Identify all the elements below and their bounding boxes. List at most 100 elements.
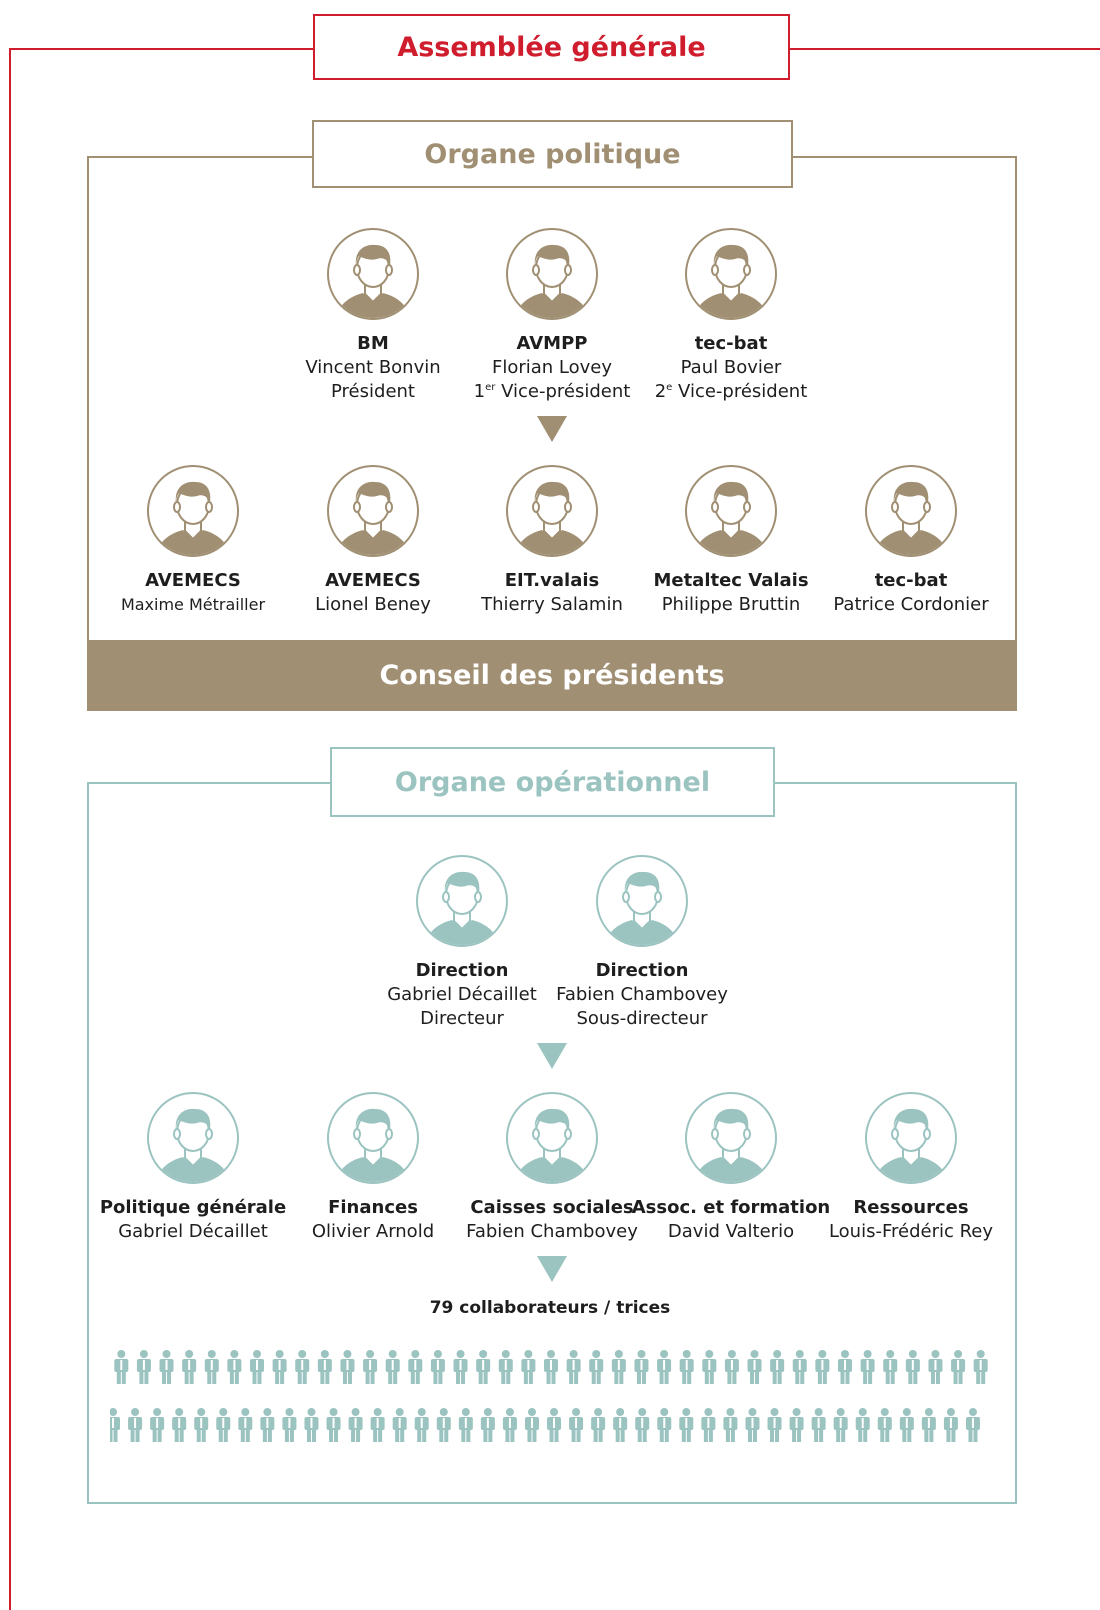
person-org: Direction	[595, 960, 689, 981]
person-org: Direction	[415, 960, 509, 981]
collaborator-figure-icon	[521, 1350, 536, 1384]
collaborator-figure-icon	[877, 1408, 892, 1442]
department: Caisses sociales Fabien Chambovey	[452, 1090, 652, 1244]
collaborator-figure-icon	[363, 1350, 378, 1384]
collaborator-figure-icon	[250, 1350, 264, 1384]
person-org: tec-bat	[694, 333, 768, 354]
collaborator-figure-icon	[159, 1350, 174, 1384]
role-number: 1	[473, 381, 486, 402]
collaborator-figure-icon	[657, 1350, 672, 1384]
collaborator-figure-icon	[326, 1408, 341, 1442]
person-name: Gabriel Décaillet	[118, 1221, 268, 1242]
collaborator-figure-icon	[348, 1408, 363, 1442]
operationnel-title: Organe opérationnel	[330, 747, 775, 817]
person-org: Finances	[328, 1197, 418, 1218]
collaborator-figure-icon	[272, 1350, 287, 1384]
department: Politique générale Gabriel Décaillet	[93, 1090, 293, 1244]
arrow-down-icon	[537, 1256, 567, 1282]
member: AVEMECS Lionel Beney	[273, 463, 473, 617]
collaborator-figure-icon	[569, 1408, 584, 1442]
person-vice-president-1: AVMPP Florian Lovey 1er Vice-président	[452, 226, 652, 404]
collaborator-figure-icon	[204, 1350, 219, 1384]
collaborator-figure-icon	[767, 1408, 782, 1442]
person-org: Metaltec Valais	[653, 570, 809, 591]
person-avatar-icon	[685, 465, 777, 557]
person-avatar-icon	[506, 228, 598, 320]
collaborator-figure-icon	[136, 1350, 151, 1384]
department: Ressources Louis-Frédéric Rey	[811, 1090, 1011, 1244]
person-avatar-icon	[327, 465, 419, 557]
assemblee-title: Assemblée générale	[313, 14, 790, 80]
collaborator-figure-icon	[547, 1408, 562, 1442]
person-role: 1er Vice-président	[452, 380, 652, 404]
person-avatar-icon	[685, 228, 777, 320]
person-avatar-icon	[506, 465, 598, 557]
person-name: Philippe Bruttin	[661, 594, 801, 615]
collaborator-figure-icon	[317, 1350, 332, 1384]
person-avatar-icon	[416, 855, 508, 947]
collaborator-figure-icon	[747, 1350, 762, 1384]
role-text: Vice-président	[672, 381, 808, 402]
person-name: Louis-Frédéric Rey	[828, 1221, 994, 1242]
collaborator-figure-icon	[194, 1408, 209, 1442]
collaborator-figure-icon	[745, 1408, 760, 1442]
collaborator-figure-icon	[414, 1408, 429, 1442]
member: AVEMECS Maxime Métrailler	[93, 463, 293, 617]
person-role: 2e Vice-président	[631, 380, 831, 404]
person-name: Fabien Chambovey	[556, 984, 728, 1005]
collaborator-figure-icon	[973, 1350, 988, 1384]
collaborator-figure-icon	[566, 1350, 581, 1384]
member: tec-bat Patrice Cordonier	[811, 463, 1011, 617]
collaborator-figure-icon	[544, 1350, 558, 1384]
collaborator-figure-icon	[883, 1350, 898, 1384]
collaborator-figure-icon	[635, 1408, 650, 1442]
person-org: Politique générale	[99, 1197, 287, 1218]
person-org: Caisses sociales	[470, 1197, 634, 1218]
person-vice-president-2: tec-bat Paul Bovier 2e Vice-président	[631, 226, 831, 404]
collaborator-figure-icon	[216, 1408, 231, 1442]
collaborator-figure-icon	[634, 1350, 649, 1384]
role-ordinal: e	[666, 382, 673, 393]
collaborator-figure-icon	[613, 1408, 628, 1442]
person-name: Olivier Arnold	[311, 1221, 435, 1242]
person-avatar-icon	[147, 465, 239, 557]
collaborator-figure-icon	[899, 1408, 914, 1442]
collaborator-figure-icon	[965, 1408, 980, 1442]
collaborator-figure-icon	[679, 1408, 694, 1442]
collaborators-crowd	[110, 1350, 988, 1442]
person-org: AVEMECS	[325, 570, 421, 591]
person-name: Gabriel Décaillet	[387, 984, 537, 1005]
collaborator-figure-icon	[943, 1408, 958, 1442]
person-name: Patrice Cordonier	[833, 594, 989, 615]
person-avatar-icon	[865, 465, 957, 557]
person-org: tec-bat	[874, 570, 948, 591]
collaborator-figure-icon	[951, 1350, 966, 1384]
member: Metaltec Valais Philippe Bruttin	[631, 463, 831, 617]
collaborator-figure-icon	[295, 1350, 310, 1384]
collaborator-figure-icon	[498, 1350, 513, 1384]
collaborator-figure-icon	[723, 1408, 738, 1442]
person-org: EIT.valais	[504, 570, 600, 591]
person-org: AVMPP	[516, 333, 588, 354]
collaborator-figure-icon	[792, 1350, 807, 1384]
collaborator-figure-icon	[855, 1408, 870, 1442]
collaborator-figure-icon	[370, 1408, 385, 1442]
person-name: Thierry Salamin	[481, 594, 623, 615]
collaborator-figure-icon	[833, 1408, 848, 1442]
member: EIT.valais Thierry Salamin	[452, 463, 652, 617]
person-name: Maxime Métrailler	[120, 595, 266, 614]
vice-director: Direction Fabien Chambovey Sous-directeu…	[542, 853, 742, 1031]
collaborator-figure-icon	[408, 1350, 423, 1384]
collaborator-figure-icon	[589, 1350, 604, 1384]
collaborator-figure-icon	[770, 1350, 785, 1384]
collaborator-figure-icon	[392, 1408, 407, 1442]
person-avatar-icon	[685, 1092, 777, 1184]
collaborator-figure-icon	[476, 1350, 491, 1384]
person-name: Fabien Chambovey	[466, 1221, 638, 1242]
person-name: Lionel Beney	[315, 594, 431, 615]
person-role: Directeur	[420, 1008, 504, 1029]
collaborator-figure-icon	[340, 1350, 355, 1384]
collaborator-figure-icon	[789, 1408, 804, 1442]
collaborator-figure-icon	[150, 1408, 165, 1442]
person-avatar-icon	[506, 1092, 598, 1184]
